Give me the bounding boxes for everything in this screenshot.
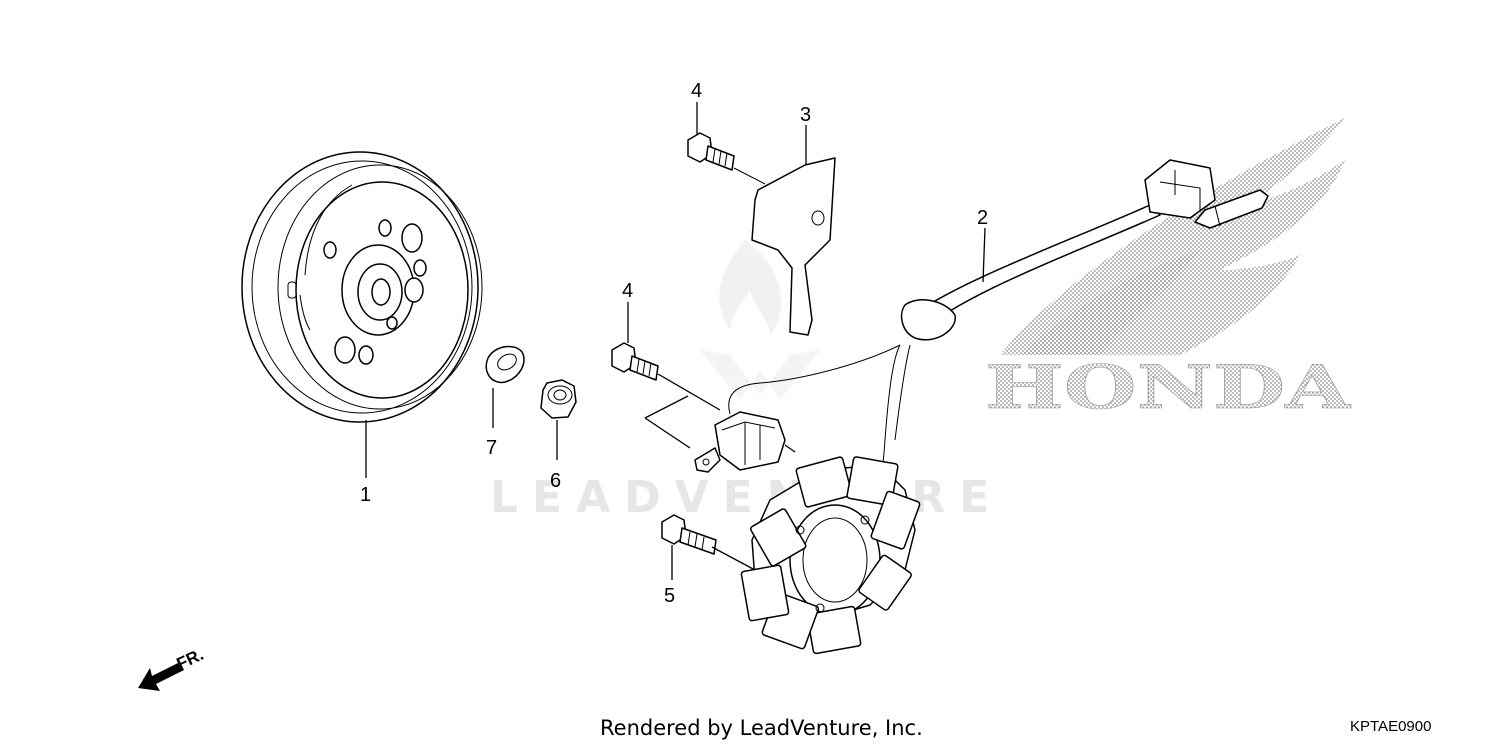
part-label-2: 2 <box>977 207 988 229</box>
part-label-1: 1 <box>360 484 371 506</box>
part-label-5: 5 <box>664 585 675 607</box>
pickup-coil-part[interactable] <box>694 344 901 473</box>
bolt-mid-part[interactable] <box>611 342 659 381</box>
leader-lines <box>365 102 986 580</box>
flywheel-part[interactable] <box>241 151 483 423</box>
washer-part[interactable] <box>485 345 525 384</box>
watermark-text: LEADVENTURE <box>490 472 1003 523</box>
stator-coils <box>740 456 921 655</box>
render-credit: Rendered by LeadVenture, Inc. <box>600 716 923 740</box>
part-label-4-top: 4 <box>691 80 702 102</box>
bracket-part[interactable] <box>751 157 836 336</box>
honda-wordmark: HONDA <box>985 353 1352 423</box>
watermark-flame-icon <box>700 240 820 400</box>
diagram-code: KPTAE0900 <box>1350 718 1432 735</box>
stator-part[interactable] <box>740 159 1269 655</box>
bolt-top-part[interactable] <box>687 132 766 185</box>
part-number-labels: 1 2 3 4 4 5 6 7 <box>360 80 988 607</box>
nut-part[interactable] <box>540 379 577 419</box>
front-arrow-icon: FR. <box>138 645 207 691</box>
part-label-7: 7 <box>486 437 497 459</box>
part-label-6: 6 <box>550 470 561 492</box>
honda-wing-logo <box>1000 118 1345 355</box>
part-label-3: 3 <box>800 104 811 126</box>
part-label-4-mid: 4 <box>622 280 633 302</box>
bolt-stator-part[interactable] <box>661 514 717 555</box>
